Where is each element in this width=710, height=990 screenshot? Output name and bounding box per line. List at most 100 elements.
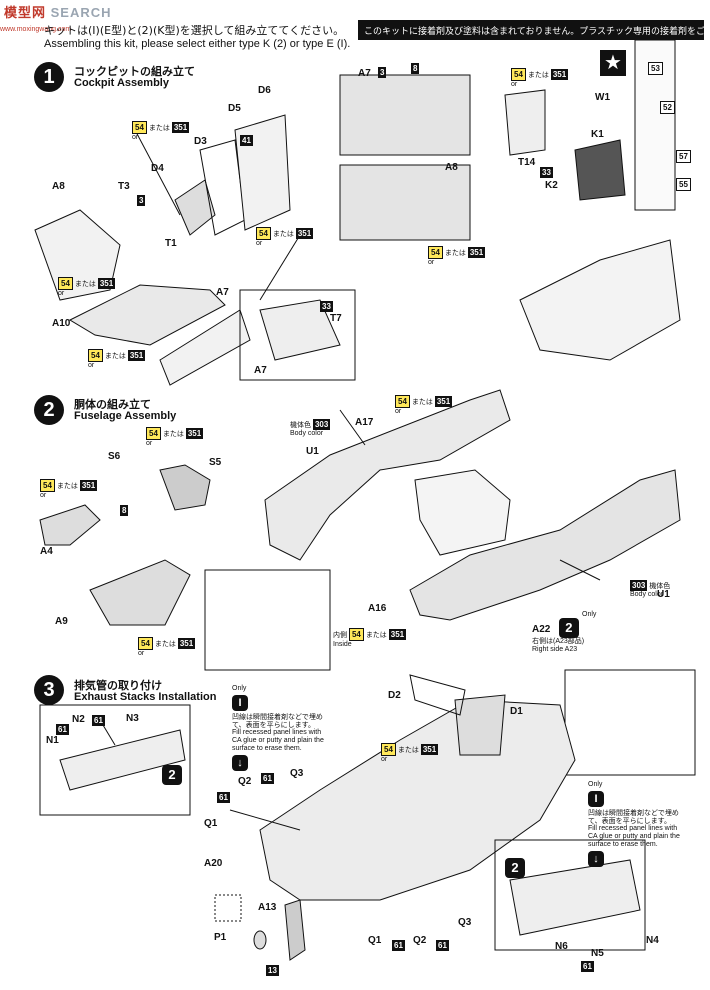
part-label-d3: D3 — [194, 136, 207, 147]
fuselage-left-drawing — [264, 389, 511, 561]
p1-part-drawing — [253, 930, 267, 950]
part-label-a4: A4 — [40, 546, 53, 557]
part-label-q2: Q2 — [238, 776, 252, 787]
code-8-panel: 8 — [411, 63, 420, 74]
part-label-n1: N1 — [46, 735, 59, 746]
part-label-s5: S5 — [209, 457, 222, 468]
instrument-panel-drawing — [574, 139, 626, 201]
part-label-q1-bottom: Q1 — [368, 935, 382, 946]
code-3-panel: 3 — [378, 67, 387, 78]
zoom-box-2 — [564, 669, 696, 776]
code-3: 3 — [137, 195, 146, 206]
part-label-t7: T7 — [330, 313, 342, 324]
zoom-box-1 — [204, 569, 331, 671]
down-arrow-icon-2: ↓ — [588, 851, 604, 867]
part-label-a9: A9 — [55, 616, 68, 627]
step-3-title-jp: 排気管の取り付け — [74, 679, 162, 692]
fuselage-right-drawing — [409, 469, 681, 621]
fill-note-left: Only I 凹線は瞬間接着剤などで埋めて、表面を平らにします。 Fill re… — [232, 685, 324, 771]
supercharger-intake-drawing — [159, 464, 211, 511]
radiator-part-drawing — [89, 559, 191, 626]
part-label-d6: D6 — [258, 85, 271, 96]
code-33-panel: 33 — [540, 167, 553, 178]
step-1-title-jp: コックピットの組み立て — [74, 65, 195, 78]
part-label-a8: A8 — [52, 181, 65, 192]
code-61-q1-bottom: 61 — [392, 940, 405, 951]
decal-53: 53 — [648, 58, 663, 76]
code-8: 8 — [120, 505, 129, 516]
part-label-a20: A20 — [204, 858, 223, 869]
step-1-title-en: Cockpit Assembly — [74, 77, 169, 89]
decal-55: 55 — [676, 174, 691, 192]
watermark-url: www.moxingwang.com — [0, 26, 72, 33]
type-2-badge: 2 — [558, 618, 579, 638]
seat-drawing — [174, 179, 216, 236]
part-label-n3: N3 — [126, 713, 139, 724]
part-label-a7: A7 — [254, 365, 267, 376]
type-2-badge-detail: 2 — [505, 858, 525, 878]
code-61-n6: 61 — [581, 961, 594, 972]
part-label-d4: D4 — [151, 163, 164, 174]
part-label-s6: S6 — [108, 451, 121, 462]
part-label-n5: N5 — [591, 948, 604, 959]
code-33: 33 — [320, 301, 333, 312]
cockpit-fit-drawing — [414, 469, 511, 556]
part-label-q3-bottom: Q3 — [458, 917, 472, 928]
tail-bulkhead-drawing — [504, 89, 546, 156]
cockpit-panel-drawing — [159, 309, 251, 386]
page-header: 模型网 SEARCH www.moxingwang.com キットは(I)(E型… — [0, 0, 710, 50]
part-label-a22: A22 — [532, 624, 551, 635]
down-arrow-icon: ↓ — [232, 755, 248, 771]
canopy-drawing — [454, 694, 506, 756]
detail-inset-box — [239, 289, 356, 381]
adhesive-notice: このキットに接着剤及び塗料は含まれておりません。プラスチック専用の接着剤をご使用… — [358, 20, 704, 40]
part-label-k1: K1 — [591, 129, 604, 140]
type-2-badge-step3: 2 — [162, 765, 182, 785]
exhaust-detail-box — [494, 839, 646, 951]
decal-52: 52 — [660, 97, 675, 115]
part-label-d1: D1 — [510, 706, 523, 717]
part-label-a7-top: A7 — [216, 287, 229, 298]
part-label-n4: N4 — [646, 935, 659, 946]
cockpit-floor-drawing — [68, 284, 226, 346]
part-label-a16: A16 — [368, 603, 387, 614]
part-label-a17: A17 — [355, 417, 374, 428]
decal-57: 57 — [676, 146, 691, 164]
completed-cockpit-drawing — [519, 239, 681, 361]
code-61-q1: 61 — [217, 792, 230, 803]
step-2-number: 2 — [34, 395, 64, 425]
canopy-frame-drawing — [409, 674, 466, 716]
instruction-jp: キットは(I)(E型)と(2)(K型)を選択して組み立ててください。 — [44, 24, 345, 37]
part-label-q1: Q1 — [204, 818, 218, 829]
part-label-a10: A10 — [52, 318, 71, 329]
part-label-a7-panel: A7 — [358, 68, 371, 79]
code-61-q2: 61 — [261, 773, 274, 784]
part-label-t3: T3 — [118, 181, 130, 192]
step-1-number: 1 — [34, 62, 64, 92]
part-label-d5: D5 — [228, 103, 241, 114]
part-label-q2-bottom: Q2 — [413, 935, 427, 946]
part-label-w1: W1 — [595, 92, 610, 103]
code-61-n2: 61 — [56, 724, 69, 735]
step-2-title-jp: 胴体の組み立て — [74, 398, 151, 411]
code-41: 41 — [240, 135, 253, 146]
part-label-a8-panel: A8 — [445, 162, 458, 173]
cockpit-side-drawing — [34, 209, 121, 301]
watermark-logo: 模型网 SEARCH — [4, 5, 112, 20]
a23-note: Only A22 2 右側は(A23部品) Right side A23 — [532, 611, 597, 653]
panel-inset-2 — [339, 164, 471, 241]
intake-part-drawing — [39, 504, 101, 546]
